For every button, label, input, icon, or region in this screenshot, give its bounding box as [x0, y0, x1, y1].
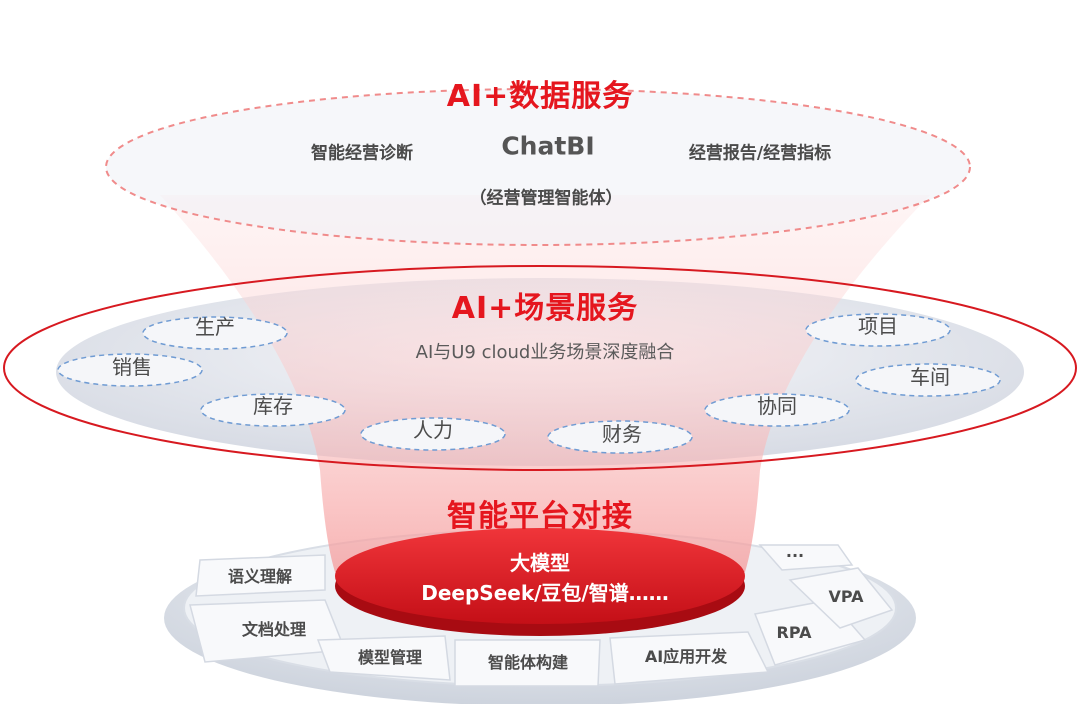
scene-ellipse-7	[805, 313, 951, 347]
platform-segments	[189, 544, 894, 687]
scene-ellipse-6	[704, 393, 850, 427]
core-line-2: DeepSeek/豆包/智谱……	[421, 581, 669, 605]
segment-document: 文档处理	[241, 620, 307, 639]
funnel	[160, 195, 930, 572]
segment-more: ...	[785, 542, 805, 561]
segment-tile-3	[316, 635, 451, 681]
scene-ellipse-3	[200, 393, 346, 427]
middle-red-ring	[3, 265, 1077, 471]
scene-ellipse-4	[360, 417, 506, 451]
top-left-label: 智能经营诊断	[311, 143, 413, 164]
scene-ellipse-8	[855, 363, 1001, 397]
segment-vpa: VPA	[828, 587, 864, 606]
segment-tile-5	[609, 631, 770, 685]
segment-rpa: RPA	[776, 623, 812, 642]
scene-ellipse-5	[547, 420, 693, 454]
segment-ai-app-dev: AI应用开发	[644, 647, 728, 666]
core-line-1: 大模型	[510, 551, 570, 575]
scene-project: 项目	[858, 314, 898, 338]
top-center-label: ChatBI	[501, 131, 595, 161]
scene-production: 生产	[195, 315, 235, 339]
scene-sales: 销售	[112, 355, 152, 379]
segment-semantic: 语义理解	[227, 567, 293, 586]
segment-tile-7	[788, 567, 894, 629]
scene-collaboration: 协同	[757, 394, 797, 418]
middle-subtitle: AI与U9 cloud业务场景深度融合	[415, 342, 675, 363]
core-top	[335, 528, 745, 624]
scene-finance: 财务	[602, 422, 642, 446]
scene-ellipse-1	[142, 316, 288, 350]
segment-agent-build: 智能体构建	[487, 653, 569, 672]
top-dashed-ellipse	[105, 88, 971, 246]
scene-hr: 人力	[413, 418, 453, 442]
top-title: AI+数据服务	[446, 79, 634, 114]
scene-workshop: 车间	[910, 365, 950, 389]
top-sub-label: （经营管理智能体）	[469, 188, 623, 209]
scene-inventory: 库存	[253, 394, 293, 418]
scene-ellipse-2	[57, 353, 203, 387]
segment-tile-1	[195, 554, 326, 597]
top-right-label: 经营报告/经营指标	[688, 143, 832, 164]
segment-model-mgmt: 模型管理	[357, 648, 423, 667]
middle-title: AI+场景服务	[451, 291, 639, 326]
segment-tile-8	[758, 544, 854, 571]
bottom-title: 智能平台对接	[447, 499, 633, 534]
scene-ellipses	[57, 313, 1001, 454]
segment-tile-4	[454, 639, 601, 687]
